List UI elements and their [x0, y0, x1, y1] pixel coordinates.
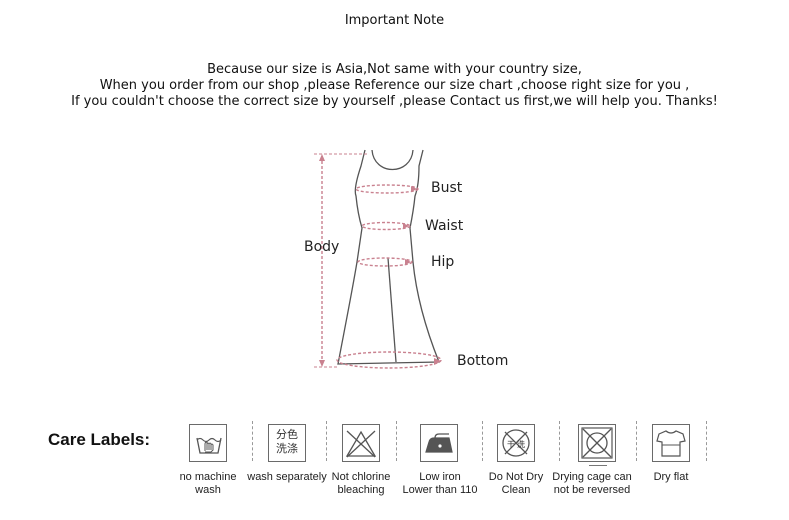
- note-line-1: Because our size is Asia,Not same with y…: [207, 62, 582, 77]
- hip-measure: Hip: [357, 254, 454, 270]
- care-label-text: Low iron Lower than 110: [402, 471, 478, 496]
- page-title: Important Note: [344, 13, 445, 28]
- care-labels-title: Care Labels:: [48, 430, 151, 449]
- note-line-3: If you couldn't choose the correct size …: [71, 94, 718, 109]
- no-chlorine-bleach-icon: [342, 424, 380, 462]
- no-tumble-dry-icon: [578, 424, 616, 462]
- care-divider: [326, 421, 327, 461]
- care-divider: [396, 421, 397, 461]
- no-machine-wash-icon: [189, 424, 227, 462]
- body-label: Body: [304, 239, 339, 255]
- dress-outline: [337, 149, 440, 365]
- care-label-text: Do Not Dry Clean: [488, 471, 544, 496]
- care-divider: [636, 421, 637, 461]
- care-label-text: wash separately: [247, 471, 327, 483]
- bottom-label: Bottom: [457, 353, 508, 369]
- dry-flat-icon: [652, 424, 690, 462]
- care-label-text: no machine wash: [179, 471, 237, 496]
- care-label-text: Drying cage can not be reversed: [552, 471, 632, 496]
- note-line-2: When you order from our shop ,please Ref…: [99, 78, 690, 93]
- svg-text:干: 干: [507, 440, 515, 449]
- no-dry-clean-icon: 干 洗: [497, 424, 535, 462]
- waist-measure: Waist: [361, 218, 464, 234]
- icon-underline: [589, 465, 607, 466]
- hip-label: Hip: [431, 254, 454, 270]
- wash-separately-icon: 分色 洗涤: [268, 424, 306, 462]
- body-length-measure: Body: [304, 153, 367, 368]
- bust-measure: Bust: [355, 180, 463, 196]
- care-label-text: Not chlorine bleaching: [331, 471, 391, 496]
- care-divider: [252, 421, 253, 461]
- svg-text:洗: 洗: [517, 439, 525, 449]
- care-divider: [482, 421, 483, 461]
- dress-size-diagram: Bust Waist Hip Bottom Body: [304, 149, 508, 369]
- care-label-text: Dry flat: [653, 471, 689, 483]
- waist-label: Waist: [425, 218, 464, 234]
- bust-label: Bust: [431, 180, 463, 196]
- bottom-measure: Bottom: [336, 351, 508, 369]
- care-divider: [559, 421, 560, 461]
- care-divider: [706, 421, 707, 461]
- low-iron-icon: [420, 424, 458, 462]
